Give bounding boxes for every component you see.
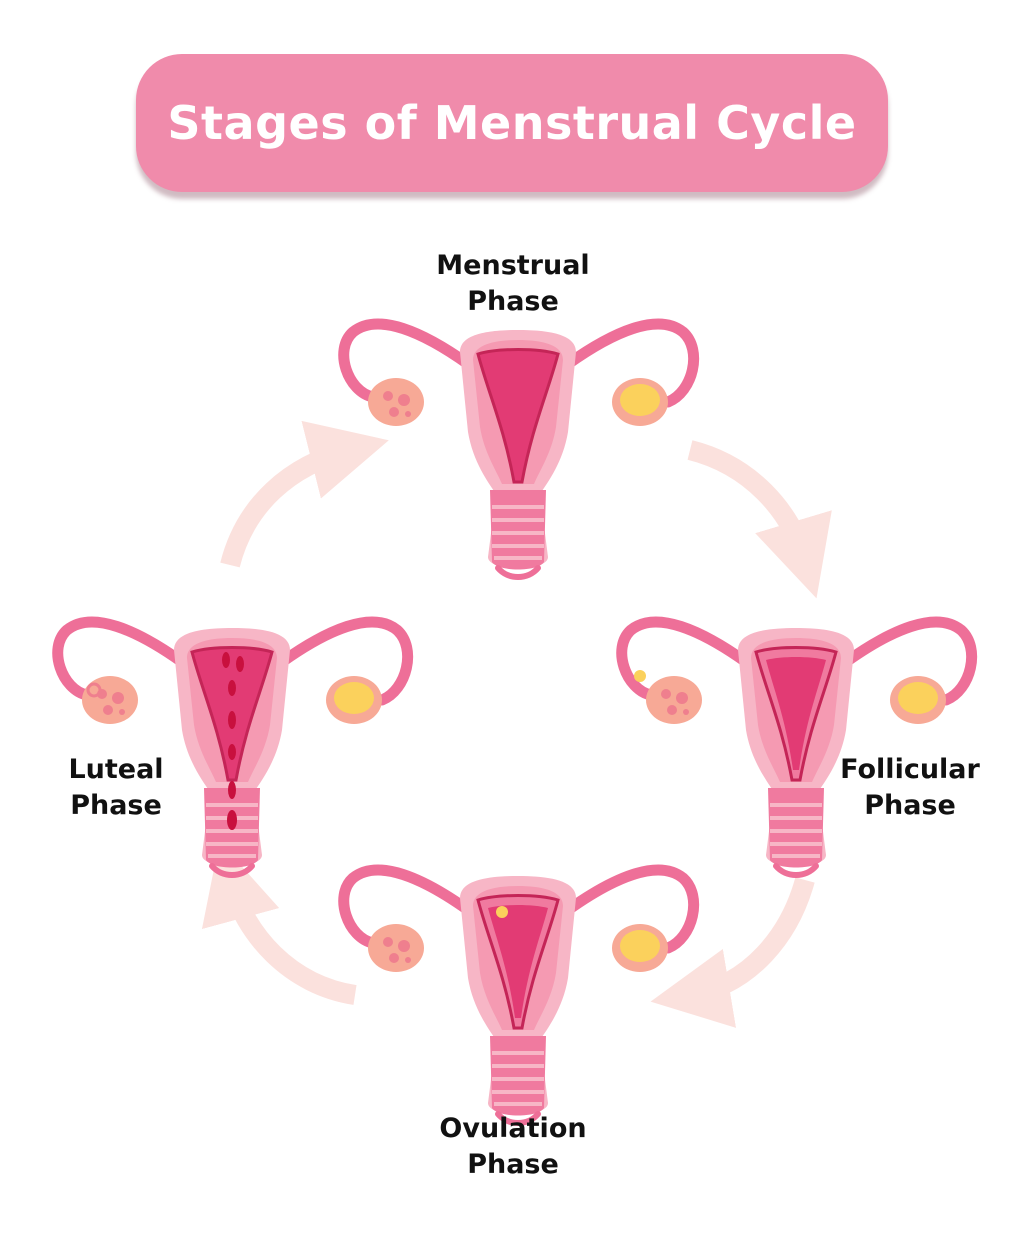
arrow-menstrual-to-follicular [687, 440, 832, 599]
label-menstrual-line1: Menstrual [436, 250, 590, 281]
cycle-arrows [201, 420, 832, 1028]
uterus-luteal [58, 622, 408, 875]
label-ovulation-phase: Ovulation Phase [403, 1111, 623, 1183]
uterus-menstrual [344, 324, 694, 577]
uterus-follicular [622, 622, 972, 875]
label-luteal-line2: Phase [70, 790, 162, 821]
label-follicular-line2: Phase [864, 790, 956, 821]
arrow-follicular-to-ovulation [650, 877, 815, 1028]
page-title: Stages of Menstrual Cycle [167, 96, 857, 150]
uterus-ovulation [344, 870, 694, 1123]
title-banner: Stages of Menstrual Cycle [136, 54, 888, 192]
label-luteal-line1: Luteal [68, 754, 164, 785]
arrow-luteal-to-menstrual [220, 420, 389, 568]
label-follicular-line1: Follicular [840, 754, 980, 785]
arrow-ovulation-to-luteal [201, 841, 357, 1005]
label-follicular-phase: Follicular Phase [800, 752, 1020, 824]
label-luteal-phase: Luteal Phase [6, 752, 226, 824]
label-menstrual-phase: Menstrual Phase [403, 248, 623, 320]
label-ovulation-line1: Ovulation [439, 1113, 587, 1144]
label-menstrual-line2: Phase [467, 286, 559, 317]
label-ovulation-line2: Phase [467, 1149, 559, 1180]
